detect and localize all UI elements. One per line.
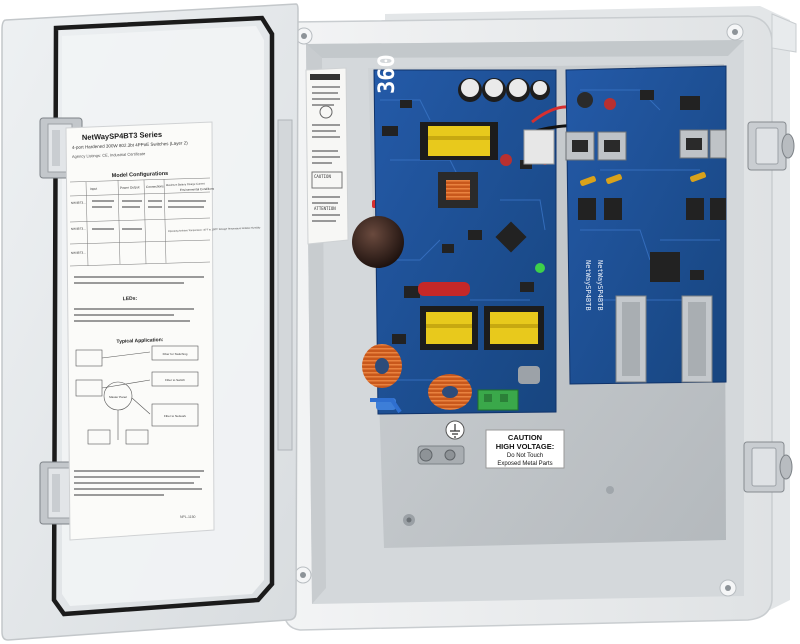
label-col-connections: Connections bbox=[146, 184, 164, 189]
switch-silk-2: NetWaySP4BTB bbox=[596, 260, 604, 311]
label-col-environment: Environmental Conditions bbox=[180, 187, 215, 192]
compliance-caution-text: CAUTION bbox=[314, 174, 331, 179]
door-label bbox=[65, 121, 215, 541]
ground-terminal bbox=[417, 420, 465, 465]
latch-right-bottom[interactable] bbox=[743, 441, 793, 493]
ethernet-ports bbox=[565, 129, 727, 161]
caution-line-2: HIGH VOLTAGE: bbox=[496, 442, 554, 451]
label-series: NetWaySP4BT3 Series bbox=[82, 130, 162, 142]
compliance-label bbox=[305, 67, 349, 245]
label-model-heading: Model Configurations bbox=[112, 171, 169, 179]
caution-line-1: CAUTION bbox=[508, 433, 542, 442]
label-col-power: Power Output bbox=[120, 185, 140, 190]
transformer-top bbox=[420, 122, 498, 160]
label-row-model-1: NW4BT3... bbox=[71, 200, 86, 205]
switch-silk-1: NetWaySP4BTB bbox=[584, 260, 592, 311]
transformers-bottom bbox=[420, 306, 544, 350]
label-environment: Operating Ambient Temperature -40°F to 1… bbox=[168, 226, 261, 233]
caution-line-4: Exposed Metal Parts bbox=[497, 461, 552, 467]
caution-sticker bbox=[485, 429, 565, 469]
label-footer: NPL-1150 bbox=[180, 515, 196, 519]
label-diagram-master: Master Panel bbox=[109, 395, 127, 399]
capacitor-row bbox=[458, 78, 550, 102]
compliance-attention-text: ATTENTION bbox=[314, 206, 336, 211]
power-supply-board bbox=[352, 69, 583, 415]
label-typical-heading: Typical Application: bbox=[116, 337, 163, 345]
caution-line-3: Do Not Touch bbox=[507, 453, 543, 459]
label-diagram-fiber-network: Fiber to Network bbox=[164, 414, 187, 418]
sfp-cages bbox=[615, 295, 713, 383]
label-diagram-fiber-switching: Fiber for Switching bbox=[163, 352, 188, 356]
latch-right-top[interactable] bbox=[747, 121, 795, 171]
label-row-model-3: NW4BT3... bbox=[71, 250, 86, 255]
toroid-coils bbox=[362, 344, 472, 410]
fuse bbox=[418, 282, 470, 296]
switch-board bbox=[565, 65, 727, 385]
bulk-capacitor bbox=[352, 216, 404, 268]
label-subtitle: 4-port Hardened 300W 802.3bt 4PPoE Switc… bbox=[72, 140, 188, 150]
label-col-input: Input bbox=[90, 187, 97, 191]
label-diagram-fiber-switch: Fiber to Switch bbox=[165, 378, 185, 382]
door-gasket bbox=[51, 15, 275, 617]
label-row-model-2: NW4BT3... bbox=[71, 226, 86, 231]
board-brand-360: 360 bbox=[375, 54, 400, 94]
label-col-battery: Maximum Battery Charge Current bbox=[166, 181, 205, 187]
label-agency: Agency Listings: CE, Industrial Certific… bbox=[72, 151, 146, 159]
label-leds-heading: LEDs: bbox=[123, 296, 138, 303]
